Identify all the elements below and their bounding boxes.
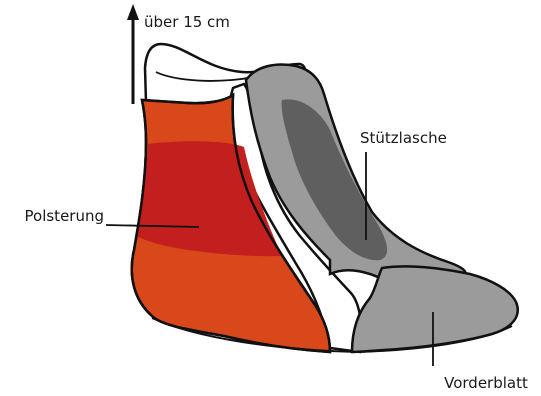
support-strap-label: Stützlasche (360, 129, 447, 147)
height-label: über 15 cm (144, 13, 230, 31)
front-panel (352, 266, 518, 352)
height-arrow (127, 4, 139, 104)
front-panel-label: Vorderblatt (444, 374, 528, 392)
padding-label: Polsterung (25, 207, 104, 225)
